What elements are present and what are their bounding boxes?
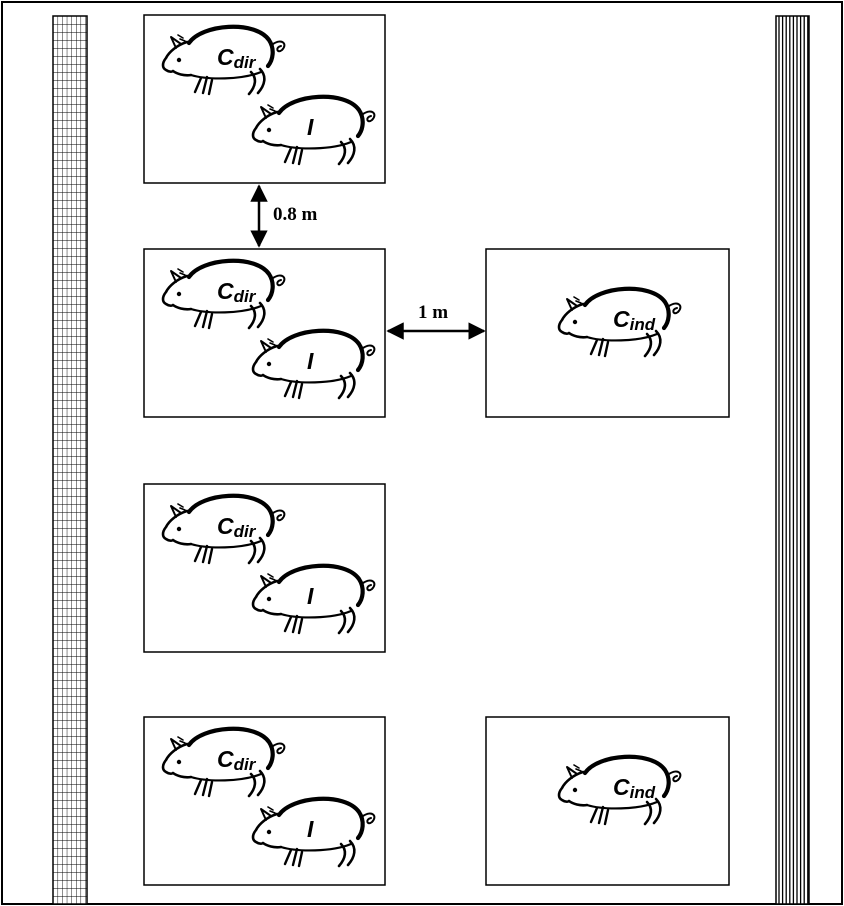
pig-label-sub: dir: [234, 287, 257, 306]
pig-label: I: [307, 816, 314, 842]
pen-3: Cind: [486, 249, 729, 417]
pig-label-sub: ind: [630, 783, 656, 802]
pen-6: Cind: [486, 717, 729, 885]
horizontal-distance-label: 1 m: [418, 302, 448, 323]
vertical-distance-label: 0.8 m: [273, 204, 318, 225]
pig-label-sub: dir: [234, 53, 257, 72]
pig-label-main: C: [613, 306, 630, 332]
pig-label-main: I: [307, 348, 314, 374]
pig-label-main: C: [217, 513, 234, 539]
pen-boundary: [144, 717, 385, 885]
pig-label-sub: dir: [234, 522, 257, 541]
pen-boundary: [144, 249, 385, 417]
pig-label-main: C: [217, 278, 234, 304]
right-wall-bars: [776, 16, 809, 904]
pig-label-main: I: [307, 114, 314, 140]
pen-boundary: [486, 717, 729, 885]
pig-label-main: C: [217, 746, 234, 772]
pig-label: I: [307, 114, 314, 140]
pig-label-main: I: [307, 816, 314, 842]
pen-boundary: [486, 249, 729, 417]
pig-label-sub: dir: [234, 755, 257, 774]
pig-label-main: C: [217, 44, 234, 70]
left-wall-mesh: [53, 16, 87, 904]
pig-label-sub: ind: [630, 315, 656, 334]
pig-label-main: C: [613, 774, 630, 800]
pig-label: I: [307, 583, 314, 609]
pen-boundary: [144, 484, 385, 652]
pig-label-main: I: [307, 583, 314, 609]
pen-boundary: [144, 15, 385, 183]
pig-label: I: [307, 348, 314, 374]
